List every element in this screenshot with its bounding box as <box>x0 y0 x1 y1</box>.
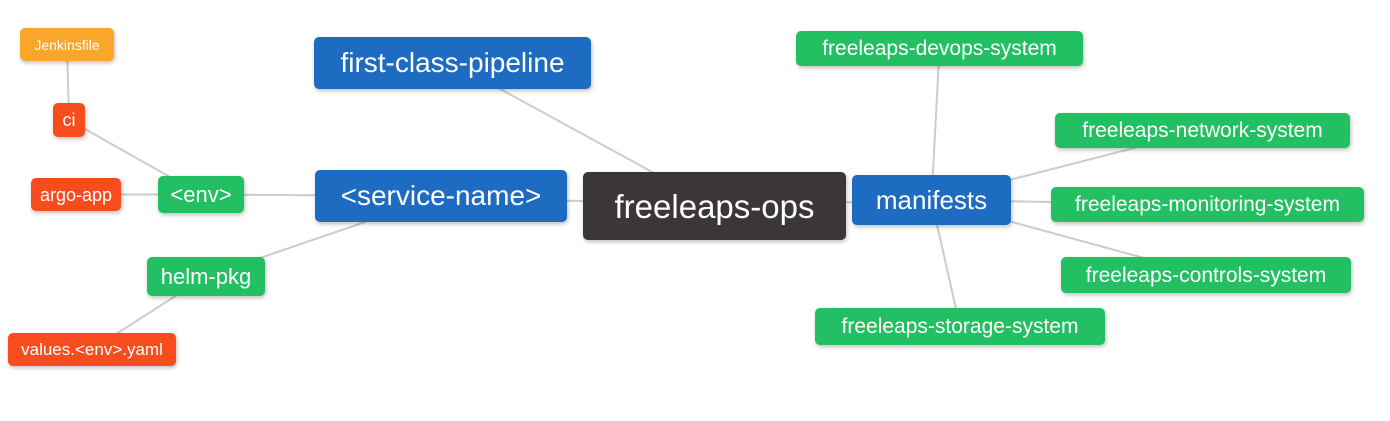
node-values-env-yaml[interactable]: values.<env>.yaml <box>8 333 176 366</box>
node-argo-app[interactable]: argo-app <box>31 178 121 211</box>
edge-manifests--devops-system <box>930 48 941 201</box>
node-storage-system[interactable]: freeleaps-storage-system <box>815 308 1105 345</box>
node-network-system[interactable]: freeleaps-network-system <box>1055 113 1350 148</box>
node-manifests[interactable]: manifests <box>852 175 1011 225</box>
node-monitoring-system[interactable]: freeleaps-monitoring-system <box>1051 187 1364 222</box>
node-freeleaps-ops[interactable]: freeleaps-ops <box>583 172 846 240</box>
node-env[interactable]: <env> <box>158 176 244 213</box>
node-devops-system[interactable]: freeleaps-devops-system <box>796 31 1083 66</box>
node-controls-system[interactable]: freeleaps-controls-system <box>1061 257 1351 293</box>
node-first-class-pipeline[interactable]: first-class-pipeline <box>314 37 591 89</box>
node-service-name[interactable]: <service-name> <box>315 170 567 222</box>
node-jenkinsfile[interactable]: Jenkinsfile <box>20 28 114 61</box>
node-helm-pkg[interactable]: helm-pkg <box>147 257 265 296</box>
node-ci[interactable]: ci <box>53 103 85 137</box>
